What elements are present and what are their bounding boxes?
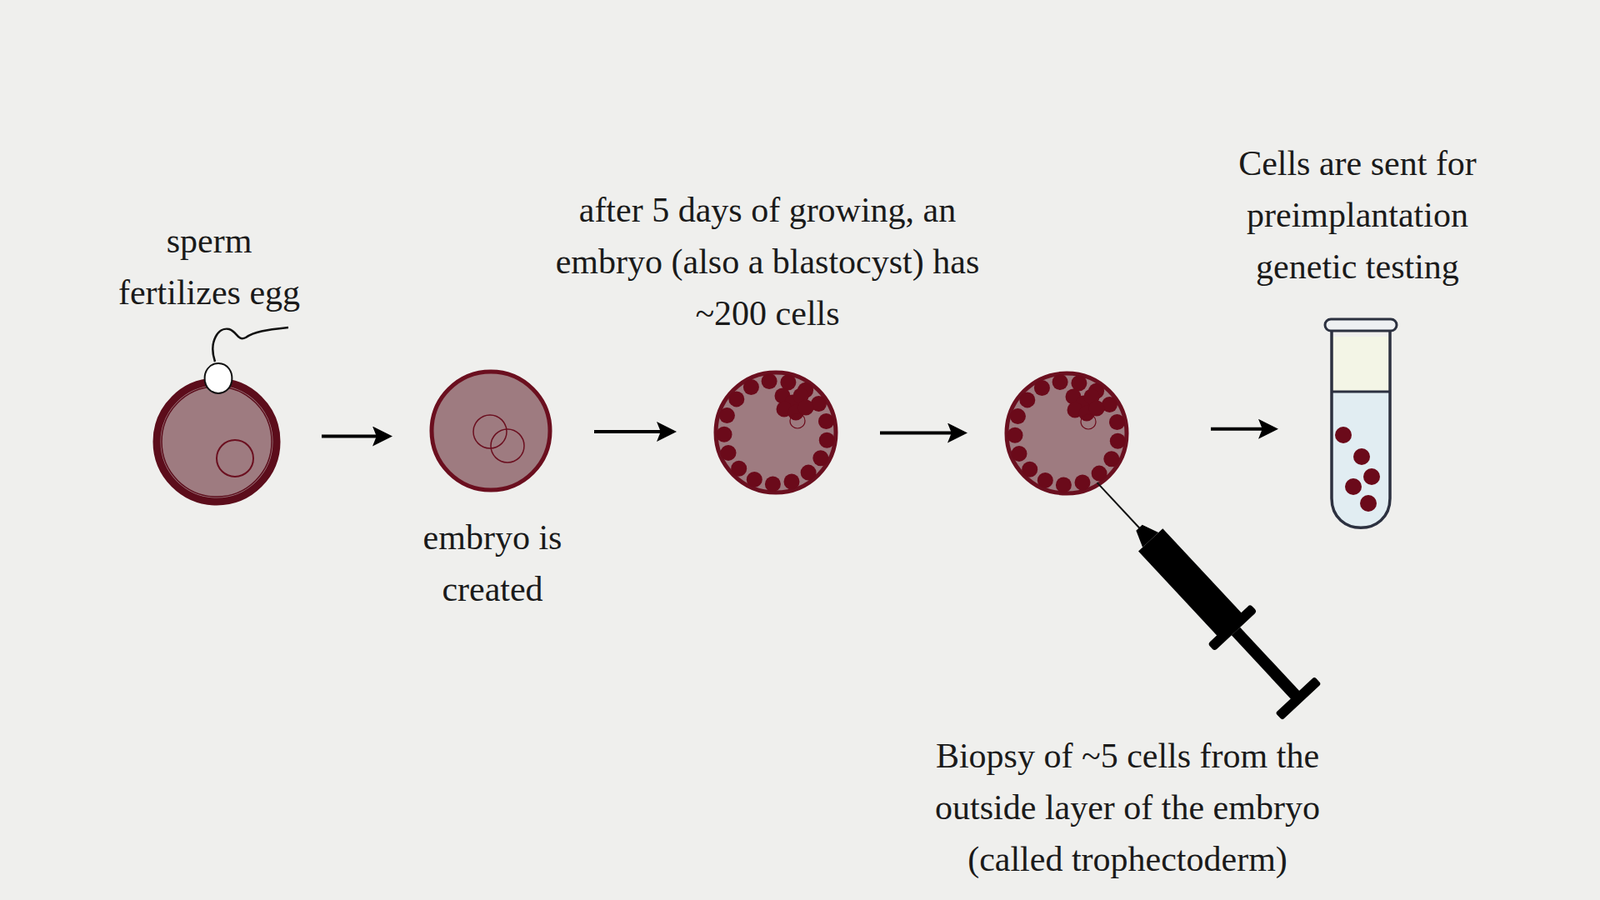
sperm-head — [205, 363, 233, 394]
egg-nucleus — [216, 440, 254, 477]
step-caption: embryo is created — [400, 511, 585, 615]
test-tube — [1325, 319, 1397, 528]
zygote — [431, 371, 550, 490]
test-tube-node: Cells are sent for preimplantation genet… — [1324, 318, 1399, 531]
flow-arrow — [880, 431, 963, 435]
egg-membrane — [161, 386, 272, 497]
zygote-node: embryo is created — [429, 369, 553, 493]
step-caption: sperm fertilizes egg — [109, 215, 310, 319]
egg-cell — [156, 381, 277, 502]
blastocyst — [715, 372, 836, 493]
blastocyst-node: after 5 days of growing, an embryo (also… — [713, 370, 839, 495]
step-caption: Cells are sent for preimplantation genet… — [1224, 137, 1491, 293]
step-caption: Biopsy of ~5 cells from the outside laye… — [910, 730, 1345, 885]
biopsy-node: Biopsy of ~5 cells from the outside laye… — [1004, 370, 1130, 496]
flow-arrow — [1210, 427, 1274, 431]
flow-arrow — [321, 435, 388, 439]
syringe — [1075, 462, 1324, 722]
pronucleus — [490, 429, 525, 463]
flow-arrow — [594, 430, 672, 434]
blastocyst — [1006, 373, 1127, 494]
egg-node: sperm fertilizes egg — [153, 378, 280, 505]
sperm-tail — [212, 327, 289, 362]
pronucleus — [473, 415, 507, 449]
step-caption: after 5 days of growing, an embryo (also… — [542, 184, 993, 340]
